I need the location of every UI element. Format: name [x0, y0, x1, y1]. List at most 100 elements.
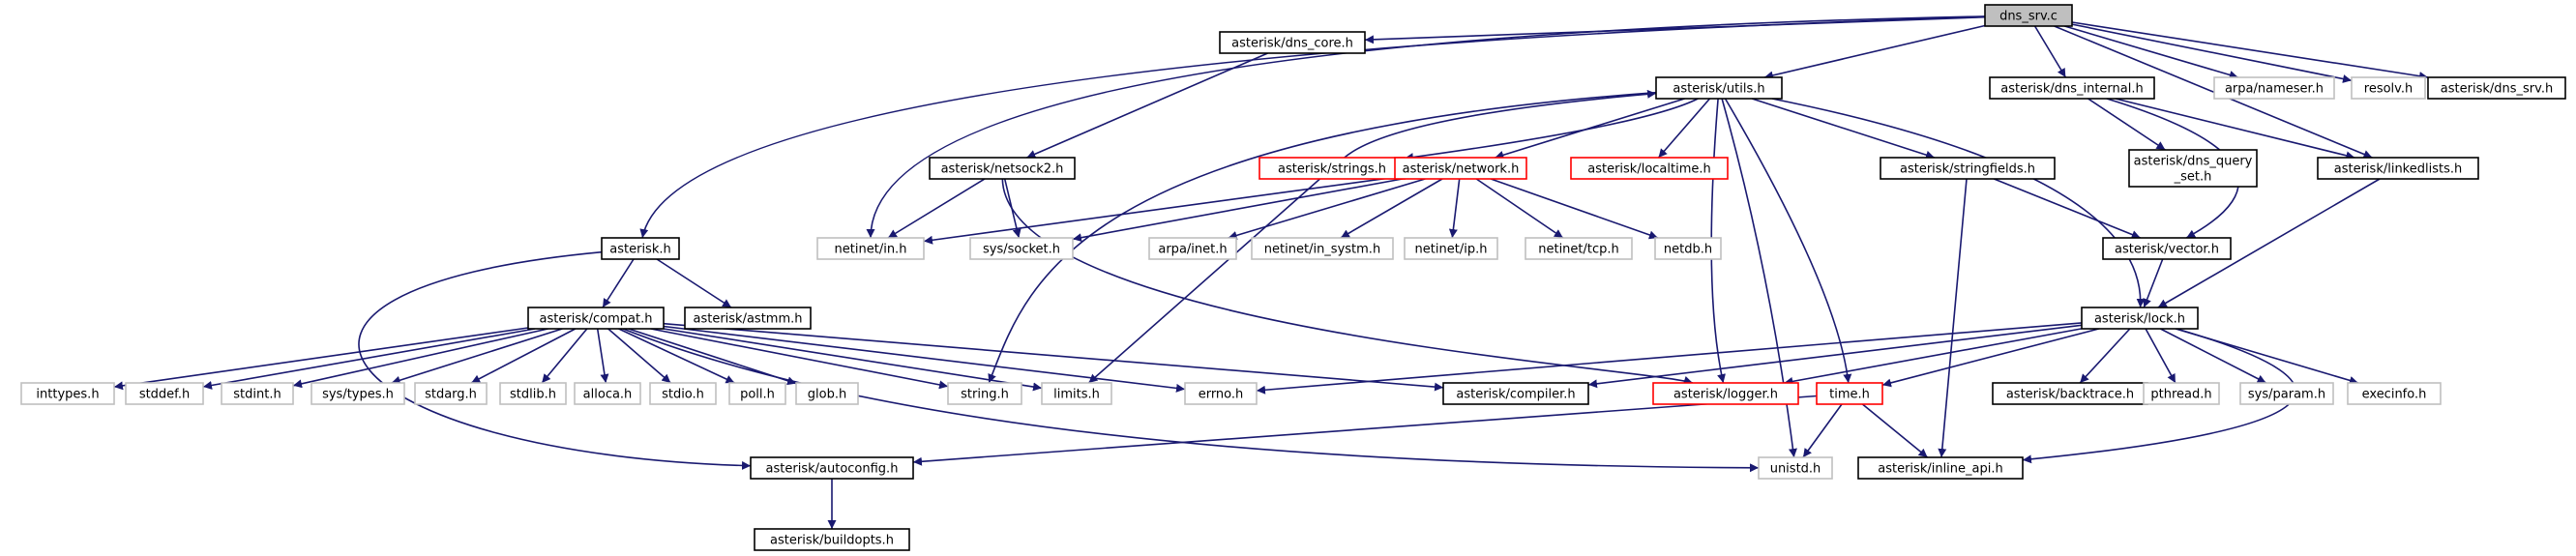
- node-label: sys/socket.h: [983, 243, 1060, 257]
- edge-asterisk_h-to-compat: [602, 258, 635, 308]
- edge-dns_srv_c-to-resolv: [2071, 23, 2353, 83]
- node-label: asterisk/dns_srv.h: [2441, 82, 2553, 97]
- edge-dns_srv_c-to-utils: [1763, 24, 1986, 80]
- node-label: unistd.h: [1770, 462, 1821, 477]
- edge-compat-to-inttypes: [113, 327, 529, 391]
- node-box: [1655, 76, 1783, 100]
- node-compiler[interactable]: asterisk/compiler.h: [1442, 382, 1589, 405]
- node-box: [2351, 76, 2426, 100]
- edge-network-to-netdb: [1490, 178, 1659, 240]
- edge-dns_srv_c-to-nameser: [2064, 25, 2238, 79]
- node-in-systm: netinet/in_systm.h: [1251, 237, 1394, 260]
- node-label: glob.h: [808, 388, 846, 402]
- node-label: asterisk/vector.h: [2115, 243, 2219, 257]
- edge-lock-to-time: [1881, 328, 2099, 388]
- node-resolv: resolv.h: [2351, 76, 2426, 100]
- node-label: sys/types.h: [322, 388, 394, 402]
- node-box: [2128, 149, 2258, 188]
- node-netsock2[interactable]: asterisk/netsock2.h: [929, 157, 1076, 180]
- node-box: [929, 157, 1076, 180]
- node-stdio: stdio.h: [649, 382, 717, 405]
- node-dns-srv-c[interactable]: dns_srv.c: [1984, 4, 2073, 27]
- node-box: [1184, 382, 1258, 405]
- node-label: netdb.h: [1664, 243, 1712, 257]
- node-label: asterisk/lock.h: [2094, 312, 2185, 327]
- node-box: [1394, 157, 1527, 180]
- node-box: [750, 456, 914, 480]
- node-stringfields[interactable]: asterisk/stringfields.h: [1880, 157, 2056, 180]
- node-box: [125, 382, 204, 405]
- node-stdlib: stdlib.h: [499, 382, 567, 405]
- edge-utils-to-lock: [1771, 98, 2146, 308]
- edge-network-to-sys_socket: [1072, 178, 1403, 243]
- node-buildopts[interactable]: asterisk/buildopts.h: [754, 528, 910, 551]
- node-stdarg: stdarg.h: [414, 382, 488, 405]
- node-box: [728, 382, 786, 405]
- edge-lock-to-compiler: [1587, 324, 2083, 389]
- node-label: stdio.h: [662, 388, 704, 402]
- node-box: [754, 528, 910, 551]
- node-compat[interactable]: asterisk/compat.h: [527, 307, 665, 330]
- node-box: [816, 237, 925, 260]
- edge-network-to-in_systm: [1340, 178, 1443, 239]
- node-linkedlists[interactable]: asterisk/linkedlists.h: [2317, 157, 2479, 180]
- edge-network-to-netinet_in: [923, 176, 1396, 245]
- node-vector[interactable]: asterisk/vector.h: [2102, 237, 2232, 260]
- node-arpa-inet: arpa/inet.h: [1148, 237, 1237, 260]
- node-inline-api[interactable]: asterisk/inline_api.h: [1857, 456, 2024, 480]
- edge-stringfields-to-inline_api: [1938, 178, 1968, 458]
- node-strings[interactable]: asterisk/strings.h: [1258, 157, 1406, 180]
- edge-time-to-inline_api: [1861, 403, 1929, 458]
- edge-utils-to-localtime: [1657, 98, 1711, 159]
- node-limits: limits.h: [1041, 382, 1112, 405]
- node-netinet-ip: netinet/ip.h: [1404, 237, 1498, 260]
- node-execinfo: execinfo.h: [2347, 382, 2442, 405]
- node-utils[interactable]: asterisk/utils.h: [1655, 76, 1783, 100]
- node-label: arpa/nameser.h: [2225, 82, 2324, 97]
- node-box: [947, 382, 1022, 405]
- node-label: alloca.h: [583, 388, 633, 402]
- node-astmm[interactable]: asterisk/astmm.h: [684, 307, 812, 330]
- node-autoconfig[interactable]: asterisk/autoconfig.h: [750, 456, 914, 480]
- node-label: asterisk/logger.h: [1673, 388, 1778, 402]
- node-label: asterisk.h: [609, 243, 670, 257]
- node-box: [795, 382, 859, 405]
- node-box: [311, 382, 405, 405]
- edge-asterisk_h-to-astmm: [656, 258, 732, 308]
- node-box: [1984, 4, 2073, 27]
- edge-dns_internal-to-dns_query_set: [2087, 98, 2166, 151]
- node-unistd: unistd.h: [1758, 456, 1833, 480]
- node-box: [2317, 157, 2479, 180]
- node-localtime[interactable]: asterisk/localtime.h: [1570, 157, 1729, 180]
- node-logger[interactable]: asterisk/logger.h: [1652, 382, 1799, 405]
- edges-layer: [113, 15, 2429, 529]
- edge-time-to-unistd: [1802, 403, 1843, 458]
- edge-dns_srv_c-to-dns_srv_h: [2071, 21, 2429, 81]
- node-dns-core[interactable]: asterisk/dns_core.h: [1219, 31, 1366, 54]
- edge-utils-to-stringfields: [1751, 98, 1936, 160]
- edge-lock-to-logger: [1784, 328, 2083, 386]
- node-label: stdint.h: [233, 388, 281, 402]
- node-label: asterisk/localtime.h: [1587, 162, 1711, 177]
- node-network[interactable]: asterisk/network.h: [1394, 157, 1527, 180]
- node-label: asterisk/astmm.h: [693, 312, 802, 327]
- node-nameser: arpa/nameser.h: [2213, 76, 2335, 100]
- edge-compat-to-errno: [663, 325, 1186, 393]
- edge-compat-to-poll: [618, 328, 735, 384]
- node-box: [1148, 237, 1237, 260]
- edge-compat-to-stdarg: [470, 328, 577, 384]
- node-box: [20, 382, 115, 405]
- node-box: [1404, 237, 1498, 260]
- node-dns-query-set[interactable]: asterisk/dns_query_set.h: [2128, 149, 2258, 188]
- node-dns-internal[interactable]: asterisk/dns_internal.h: [1989, 76, 2155, 100]
- node-label: asterisk/buildopts.h: [770, 534, 894, 548]
- node-box: [2239, 382, 2334, 405]
- node-dns-srv-h[interactable]: asterisk/dns_srv.h: [2427, 76, 2566, 100]
- node-label: asterisk/compiler.h: [1456, 388, 1575, 402]
- node-lock[interactable]: asterisk/lock.h: [2081, 307, 2199, 330]
- node-backtrace[interactable]: asterisk/backtrace.h: [1992, 382, 2148, 405]
- node-time[interactable]: time.h: [1816, 382, 1883, 405]
- node-label: sys/param.h: [2248, 388, 2325, 402]
- node-asterisk-h[interactable]: asterisk.h: [601, 237, 680, 260]
